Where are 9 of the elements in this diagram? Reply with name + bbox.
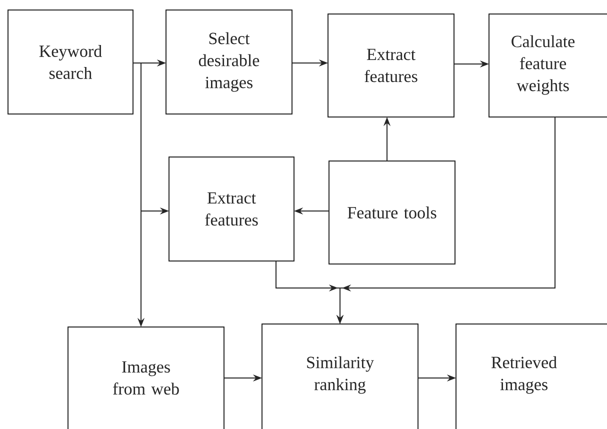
process-box: Images from web bbox=[68, 326, 224, 429]
process-box: Feature tools bbox=[328, 160, 456, 264]
process-box: Keyword search bbox=[8, 10, 134, 114]
process-box: Calculate feature weights bbox=[488, 14, 607, 118]
process-box: Retrieved images bbox=[456, 324, 607, 429]
process-box: Extract features bbox=[328, 14, 454, 118]
process-box: Similarity ranking bbox=[262, 324, 418, 429]
process-box: Select desirable images bbox=[166, 10, 292, 114]
process-box: Extract features bbox=[168, 156, 294, 262]
